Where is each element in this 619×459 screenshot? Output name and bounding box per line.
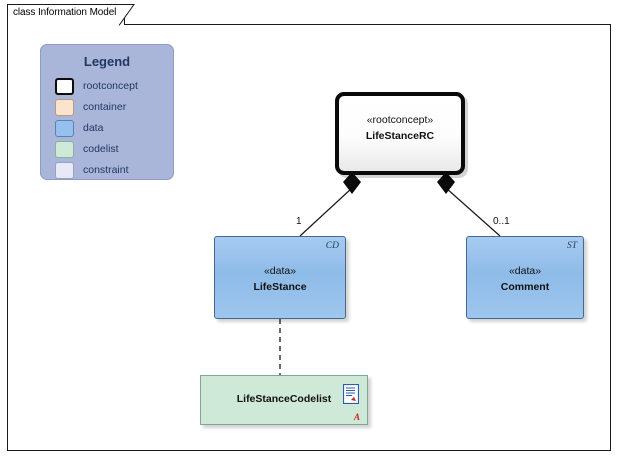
legend-panel: Legend rootconcept container data codeli… — [40, 44, 174, 180]
legend-swatch-constraint — [55, 161, 74, 179]
legend-swatch-container — [55, 98, 74, 116]
class-node-comment[interactable]: ST «data» Comment — [466, 236, 584, 319]
legend-swatch-data — [55, 119, 74, 137]
legend-label-rootconcept: rootconcept — [83, 80, 138, 92]
legend-item-constraint: constraint — [55, 160, 138, 180]
class-node-lifestance[interactable]: CD «data» LifeStance — [214, 236, 346, 319]
legend-item-data: data — [55, 118, 138, 138]
legend-item-codelist: codelist — [55, 139, 138, 159]
class-marker-lifestancecodelist: A — [353, 412, 360, 422]
document-icon — [343, 384, 359, 404]
class-node-lifestancerc[interactable]: «rootconcept» LifeStanceRC — [335, 92, 465, 175]
legend-item-rootconcept: rootconcept — [55, 76, 138, 96]
class-stereotype-comment: «data» — [508, 265, 542, 277]
legend-label-container: container — [83, 101, 127, 113]
class-name-lifestance: LifeStance — [253, 281, 307, 293]
multiplicity-right: 0..1 — [493, 216, 510, 227]
legend-items: rootconcept container data codelist cons… — [55, 76, 138, 181]
class-node-lifestancecodelist[interactable]: LifeStanceCodelist A — [200, 375, 368, 425]
diagram-title: class Information Model — [13, 7, 117, 18]
class-marker-comment: ST — [566, 241, 577, 251]
class-name-lifestancecodelist: LifeStanceCodelist — [236, 393, 332, 405]
legend-label-constraint: constraint — [83, 164, 129, 176]
legend-title: Legend — [83, 54, 131, 69]
class-marker-lifestance: CD — [325, 241, 339, 251]
legend-label-codelist: codelist — [83, 143, 119, 155]
class-name-comment: Comment — [500, 281, 550, 293]
legend-swatch-rootconcept — [55, 77, 74, 95]
legend-label-data: data — [83, 122, 104, 134]
class-stereotype-lifestancerc: «rootconcept» — [366, 114, 434, 126]
class-stereotype-lifestance: «data» — [263, 265, 297, 277]
multiplicity-left: 1 — [296, 216, 302, 227]
legend-item-container: container — [55, 97, 138, 117]
class-name-lifestancerc: LifeStanceRC — [365, 130, 435, 142]
legend-swatch-codelist — [55, 140, 74, 158]
diagram-frame-tab-slant — [118, 4, 135, 26]
